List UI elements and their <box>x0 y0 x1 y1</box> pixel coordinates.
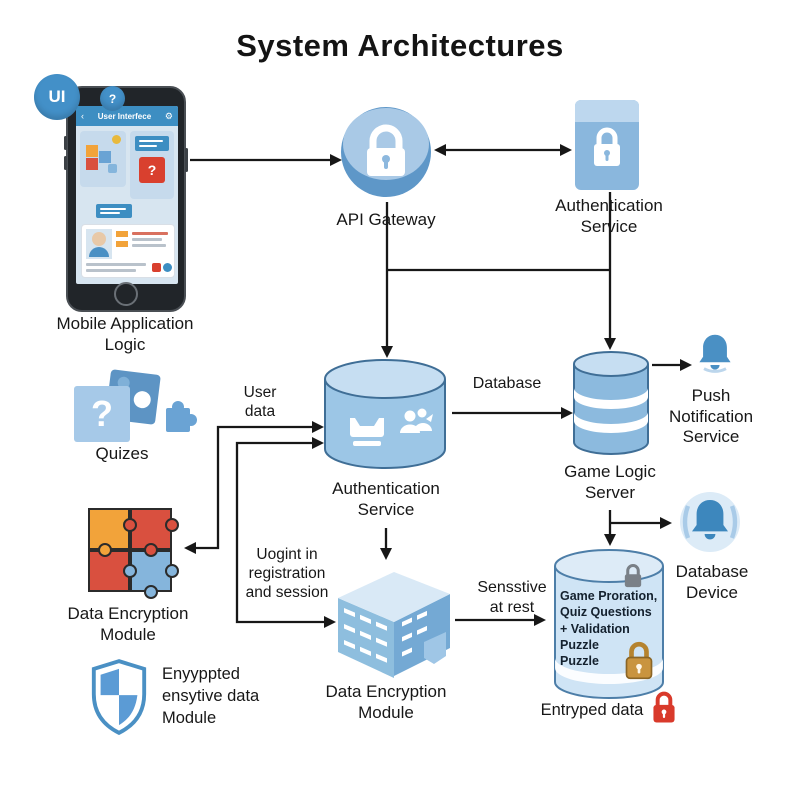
encrypted-store-text: Game Proration, Quiz Questions + Validat… <box>560 589 658 668</box>
encrypted-store-node <box>553 548 665 700</box>
inbox-icon <box>350 418 384 446</box>
bell-icon <box>699 334 731 373</box>
action-square <box>152 263 161 272</box>
gold-lock-icon <box>625 641 653 680</box>
arrowhead <box>380 548 392 560</box>
edge-userdata-lower <box>235 441 326 624</box>
api-gateway-node <box>340 106 432 198</box>
quiz-chip <box>135 136 169 151</box>
question-card-icon: ? <box>139 157 165 183</box>
mobile-phone: ‹ User Interfece ⚙ ? <box>64 86 188 312</box>
edge-label-login-session: Uogint in registration and session <box>245 546 329 601</box>
database-cylinder-icon <box>324 359 446 469</box>
edge-label-database: Database <box>472 375 542 392</box>
edge-label-sensitive: Sensstive at rest <box>477 579 547 616</box>
auth-service-db-node <box>322 358 448 478</box>
ui-badge: UI <box>34 74 80 120</box>
phone-app-title: User Interfece <box>97 111 152 121</box>
arrowhead <box>560 144 572 156</box>
building-icon <box>338 572 450 678</box>
puzzle-bit-icon <box>99 151 111 163</box>
phone-screen: ‹ User Interfece ⚙ ? <box>76 106 178 284</box>
screen-tile-quiz: ? <box>130 131 174 199</box>
arrowhead <box>381 346 393 358</box>
gray-lock-icon <box>624 564 642 588</box>
arrowhead <box>561 407 573 419</box>
puzzle-bit-icon <box>108 164 117 173</box>
action-circle <box>163 263 172 272</box>
security-note-label: Enyyppted ensytive data Module <box>162 665 260 727</box>
game-logic-server-node <box>572 350 650 460</box>
puzzle-bit-icon <box>86 145 98 157</box>
arrowhead <box>312 437 324 449</box>
phone-power-button <box>185 148 188 172</box>
arrowhead <box>680 359 692 371</box>
users-icon <box>400 408 433 433</box>
database-cylinder-icon <box>573 351 649 455</box>
push-notification-node <box>693 330 737 378</box>
dot-icon <box>112 135 121 144</box>
gear-icon: ⚙ <box>164 110 173 121</box>
phone-app-header: ‹ User Interfece ⚙ <box>76 106 178 126</box>
arrowhead <box>434 144 446 156</box>
screen-tile-puzzle <box>80 131 126 187</box>
card-badge <box>116 231 128 237</box>
database-device-node <box>678 490 742 554</box>
security-shield-node <box>88 658 150 736</box>
puzzle-piece-icon <box>166 401 197 432</box>
arrowhead <box>312 421 324 433</box>
question-square-icon: ? <box>74 386 130 442</box>
api-gateway-label: API Gateway <box>336 210 436 229</box>
page-title: System Architectures <box>236 28 564 63</box>
avatar <box>86 229 112 259</box>
encrypted-data-label: Entryped data <box>540 701 644 719</box>
red-lock-icon <box>653 691 675 723</box>
back-icon: ‹ <box>81 110 84 121</box>
arrowhead <box>660 517 672 529</box>
push-notification-label: Push Notification Service <box>668 386 754 447</box>
data-encryption-building-node <box>330 566 456 678</box>
home-button <box>114 282 138 306</box>
lock-icon <box>594 127 620 166</box>
arrowhead <box>604 534 616 546</box>
phone-volume-button <box>64 156 67 170</box>
quizes-node: ? <box>68 369 198 442</box>
edge-userdata-upper <box>196 425 314 550</box>
bell-alert-icon <box>680 492 740 552</box>
screen-chip <box>96 204 132 218</box>
shield-icon <box>91 659 147 736</box>
doc-header <box>575 100 639 122</box>
arrowhead <box>330 154 342 166</box>
arrowhead <box>324 616 336 628</box>
gateway-sphere-icon <box>341 107 431 197</box>
profile-card <box>81 224 175 278</box>
arrowhead <box>534 614 546 626</box>
ui-question-badge: ? <box>100 86 125 111</box>
lock-icon <box>367 124 405 176</box>
quizes-label: Quizes <box>95 444 149 463</box>
phone-volume-button <box>64 136 67 150</box>
arrowhead <box>184 542 196 554</box>
data-encryption-puzzle-node <box>88 508 188 608</box>
card-badge <box>116 241 128 247</box>
puzzle-piece-icon <box>88 508 130 550</box>
puzzle-bit-icon <box>86 158 98 170</box>
auth-service-top-node <box>575 100 639 190</box>
arrowhead <box>604 338 616 350</box>
